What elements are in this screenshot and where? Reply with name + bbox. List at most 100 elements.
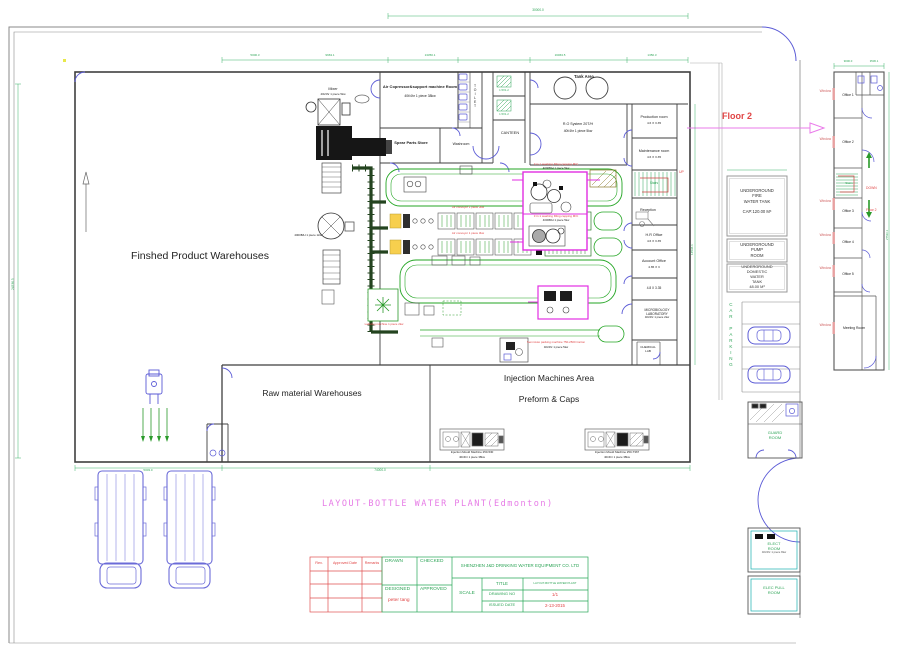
underground-tanks <box>726 175 788 293</box>
microbiology-line2: LABORATORY <box>646 312 668 316</box>
dim-bottom2: 5003.0 <box>143 468 153 472</box>
titleblock-approved: APPROVED <box>420 587 447 592</box>
forklift-icon <box>145 369 163 404</box>
window-label: Window <box>819 199 831 203</box>
titleblock-issued-label: ISSUED DATE <box>488 602 516 607</box>
injection1-sub: 40t/4hr 1 piece 38kw <box>459 455 485 459</box>
mixer-sub: 40t/4hr 1 piece 5kw <box>320 92 346 96</box>
door-arcs <box>74 26 801 543</box>
filler1-label: 3 in 1 washing filling capping M/C <box>533 162 579 166</box>
reception-desk <box>635 211 655 227</box>
domestic-line2: DOMESTIC <box>746 268 768 274</box>
fire-tank-line3: WATER TANK <box>743 198 771 204</box>
account-office-label: Account Office <box>642 259 666 263</box>
drawing-title: LAYOUT-BOTTLE WATER PLANT(Edmonton) <box>322 499 554 509</box>
domestic-tank-label: UNDERGROUND DOMESTIC WATER TANK 48.00 M³ <box>730 264 784 289</box>
maintenance-room-label: Maintenance room <box>638 149 670 153</box>
guard-line1: GUARD <box>767 430 783 435</box>
account-office-sub: 4.65 X 3 <box>648 265 660 269</box>
shrink-wrap-machine <box>528 285 589 320</box>
pump-line3: ROOM <box>750 252 764 258</box>
dim-seg2: 9663.1 <box>325 53 335 57</box>
storage-tanks <box>553 76 609 100</box>
titleblock-drawingno-value: 1/1 <box>551 592 559 597</box>
stairs-label: Stairs <box>649 181 659 185</box>
preform-caps-label: Preform & Caps <box>518 394 580 404</box>
yellow-mark <box>63 59 66 62</box>
floor2-arrow <box>687 122 826 134</box>
chemical-line2: LAB <box>645 348 651 353</box>
domestic-cap: 48.00 M³ <box>749 283 765 289</box>
packing-machine-label: Semi Auto packing machine 750-2500 Carto… <box>526 340 586 344</box>
canteen-label: CANTEEN <box>500 131 520 135</box>
injection-machine <box>439 428 505 451</box>
guard-room-block <box>747 401 803 459</box>
finished-warehouse-label: Finshed Product Warehouses <box>131 250 269 262</box>
floor2-stairs-label: Stairs <box>845 181 853 185</box>
down-label: DOWN <box>866 186 877 190</box>
toilet-label: TOILET <box>473 84 478 108</box>
ro-system-label: R.O System 20T/H <box>562 122 594 126</box>
washroom-label: Washroom <box>452 142 470 146</box>
titleblock-drawn: DRAWN <box>385 559 403 564</box>
domestic-line3: WATER <box>750 273 764 279</box>
hr-office-label: H.R Office <box>645 233 663 237</box>
dim-f2r: 27536.1 <box>885 229 889 240</box>
labeling-machine <box>367 288 399 322</box>
window-label: Window <box>819 233 831 237</box>
toilet-fixtures <box>209 73 799 457</box>
office5-label: Office 5 <box>842 272 854 276</box>
office4-label: Office 4 <box>842 240 854 244</box>
filler2-sub: 4000B/H 1 piece 5kw <box>542 218 570 222</box>
office2-label: Office 2 <box>842 140 854 144</box>
office3-label: Office 3 <box>842 209 854 213</box>
guard-room-label: GUARD ROOM <box>748 430 802 440</box>
dim-bottom: 74000.0 <box>374 468 386 472</box>
fire-tank-cap: CAP:120.00 M³ <box>742 208 772 214</box>
truck-icon <box>94 470 147 589</box>
car-parking-label: CAR PARKING <box>728 302 734 368</box>
conveyor-loop-b <box>399 255 617 304</box>
window-label: Window <box>819 266 831 270</box>
filler2-label: 3 in 1 washing filling capping M/C <box>533 214 579 218</box>
titleblock-scale: SCALE <box>459 591 475 596</box>
shower-size-label: 1.5X1.2 <box>499 88 509 92</box>
spare-room-sub: 4.8 X 3.35 <box>646 286 662 290</box>
car-icon <box>747 326 791 345</box>
titleblock-remarks: Remarks <box>364 561 380 565</box>
office1-label: Office 1 <box>842 93 854 97</box>
elect-room-block <box>747 527 801 615</box>
mixer-label: Mixer <box>328 87 338 91</box>
rotary-table-sub: 4000B/H 1 piece 1kw <box>294 233 322 237</box>
title-block-grid <box>309 556 589 613</box>
elect-room-label: ELECT ROOM 40t/4hr 1 piece 8kw <box>748 541 800 554</box>
dim-left: 24536.3 <box>11 278 15 290</box>
floor2-pointer-label: Floor 2 <box>721 111 753 121</box>
building-walls <box>74 71 691 463</box>
injection-area-label: Injection Machines Area <box>503 373 595 383</box>
labeling-machine-label: Labeling machine 1 piece 2kw <box>364 322 404 326</box>
titleblock-rev: Rev. <box>315 561 323 565</box>
chemical-line1: CHEMICAL <box>640 345 656 349</box>
microbiology-line1: MICROBIOLOGY <box>644 308 670 312</box>
ro-system-sub: 40t/4hr 1 piece 5kw <box>563 129 593 133</box>
packing-machine-sub: 40t/4hr 1 piece 5kw <box>543 345 569 349</box>
pump-room-label: UNDERGROUND PUMP ROOM <box>730 242 784 258</box>
pump-line1: UNDERGROUND <box>740 242 774 247</box>
titleblock-drawingno-label: DRAWING NO <box>488 591 516 596</box>
meeting-room-label: Meeting Room <box>842 326 866 330</box>
fire-tank-line1: UNDERGROUND <box>740 188 774 193</box>
air-room-label: Air Copressor&support machine Room <box>382 84 458 89</box>
titleblock-designed: DESIGNED <box>385 587 411 592</box>
microbiology-lab-label: MICROBIOLOGY LABORATORY 40t/4hr 1 piece … <box>640 308 674 319</box>
dim-seg1: 5000.3 <box>250 53 260 57</box>
bottle-feed-pipe <box>352 164 398 334</box>
filler1-sub: 4000B/H 1 piece 5kw <box>542 166 570 170</box>
window-label: Window <box>819 323 831 327</box>
pallet-machines <box>404 300 462 316</box>
injection1-label: Injection Mould Machine 250-530 <box>450 450 494 454</box>
bottom-conveyor <box>420 325 625 363</box>
window-label: Window <box>819 137 831 141</box>
